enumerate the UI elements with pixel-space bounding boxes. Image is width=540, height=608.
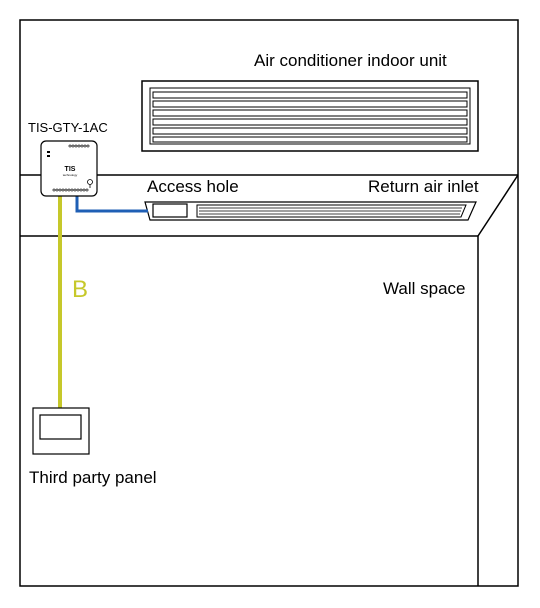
access-hole-label: Access hole (147, 177, 239, 196)
soffit-diagonal-line (477, 174, 519, 237)
gateway-device-body (40, 140, 98, 197)
gateway-device: TIS technology (40, 140, 98, 197)
gateway-logo-brand: TIS (65, 166, 76, 173)
return-air-inlet-label: Return air inlet (368, 177, 479, 196)
wall-space-label: Wall space (383, 279, 466, 298)
gateway-status-led-icon (47, 151, 50, 157)
panel-screen (39, 414, 82, 440)
blue-cable (75, 196, 148, 213)
room-frame (19, 19, 519, 587)
indoor-unit-label: Air conditioner indoor unit (254, 51, 447, 70)
gateway-logo-subtitle: technology (63, 173, 78, 177)
gateway-port-icon (87, 179, 93, 188)
return-air-inlet (144, 201, 477, 221)
gateway-terminal-dots-bottom (52, 188, 89, 192)
indoor-unit-louvers (152, 91, 468, 143)
access-hole-opening (152, 203, 188, 218)
panel-label: Third party panel (29, 468, 157, 487)
indoor-unit (141, 80, 479, 152)
third-party-panel (32, 407, 90, 455)
device-label: TIS-GTY-1AC (28, 120, 108, 135)
gateway-terminal-dots-top (68, 144, 90, 148)
cable-b-label: B (72, 276, 89, 303)
